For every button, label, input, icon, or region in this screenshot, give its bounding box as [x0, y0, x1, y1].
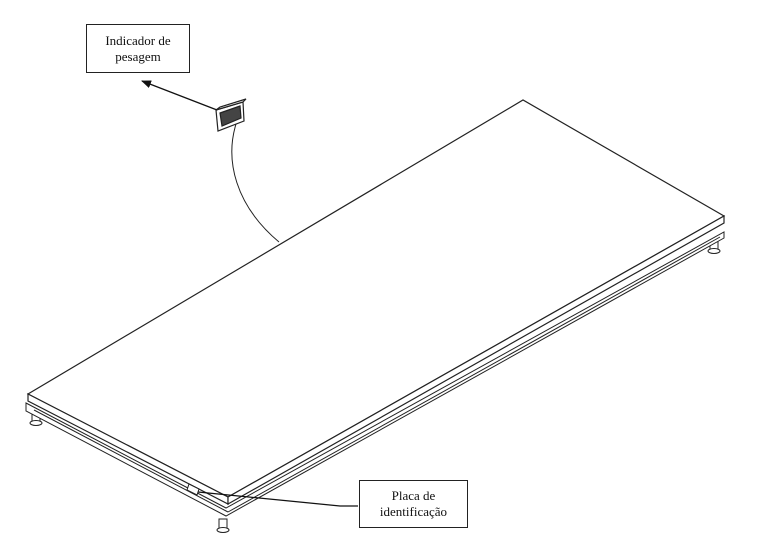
- plate-leader-line: [197, 491, 358, 507]
- foot-bottom: [216, 518, 230, 533]
- scale-platform: [26, 99, 726, 506]
- indicator-label-box: Indicador de pesagem: [86, 24, 190, 73]
- platform-top-surface: [26, 99, 726, 498]
- indicator-cable: [231, 123, 280, 243]
- scale-frame: [25, 231, 725, 517]
- indicator-leader-arrow: [141, 80, 218, 111]
- weighing-indicator-device: [215, 98, 247, 132]
- indicator-label-line2: pesagem: [115, 48, 161, 64]
- plate-label-box: Placa de identificação: [359, 480, 468, 528]
- scale-feet: [29, 239, 721, 533]
- plate-label-line2: identificação: [379, 504, 448, 519]
- indicator-label-line1: Indicador de: [105, 32, 171, 48]
- platform-side-edge: [227, 214, 725, 506]
- plate-label-line1: Placa de: [391, 488, 436, 503]
- identification-plate: [186, 483, 200, 496]
